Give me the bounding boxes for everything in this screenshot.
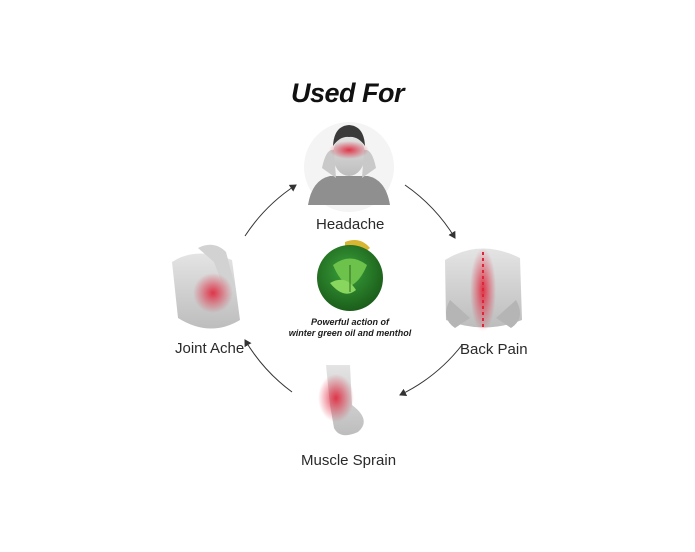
muscle-sprain-illustration	[318, 365, 364, 436]
node-label-muscle-sprain: Muscle Sprain	[301, 452, 397, 469]
diagram-title: Used For	[290, 78, 405, 108]
caption-line-2: winter green oil and menthol	[288, 328, 412, 338]
back-pain-illustration	[445, 248, 522, 332]
node-label-joint-ache: Joint Ache	[175, 340, 245, 357]
joint-ache-illustration	[172, 244, 240, 329]
arrow-joint-to-headache	[244, 184, 297, 237]
arrow-muscle-to-joint	[244, 339, 293, 393]
arrow-back-to-muscle	[399, 344, 463, 396]
node-label-headache: Headache	[316, 216, 385, 233]
node-label-back-pain: Back Pain	[460, 341, 528, 358]
mint-leaf-emblem	[317, 240, 383, 311]
center-caption: Powerful action of winter green oil and …	[270, 317, 430, 339]
arrow-headache-to-back	[404, 184, 456, 239]
caption-line-1: Powerful action of	[310, 317, 389, 327]
headache-illustration	[304, 122, 394, 212]
